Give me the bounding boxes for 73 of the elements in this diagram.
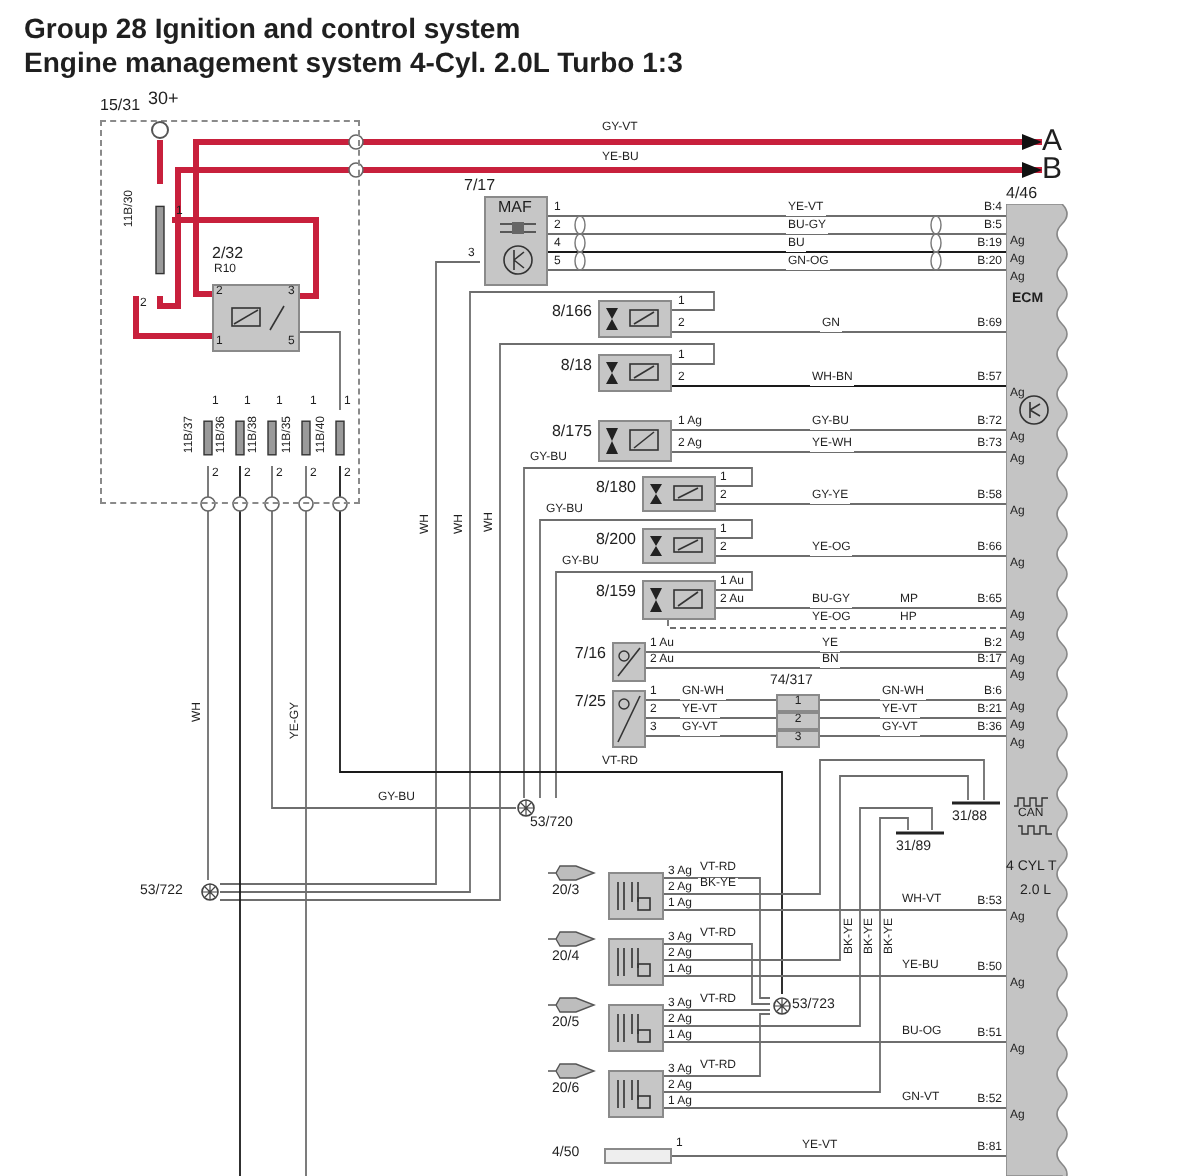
- connection-letter: B: [1042, 156, 1063, 184]
- ignition-coil: [548, 864, 664, 920]
- wire: [819, 735, 1007, 737]
- wire: [133, 296, 212, 339]
- wire-arrow: [193, 134, 1042, 297]
- wire: [645, 699, 777, 701]
- wire: [219, 261, 481, 885]
- wire: [539, 519, 753, 799]
- wire: [555, 571, 753, 799]
- wire: [715, 503, 1007, 505]
- terminal-label: 30+: [148, 88, 179, 108]
- wire: [547, 269, 1007, 271]
- wire: [547, 215, 1007, 217]
- wire: [172, 217, 319, 299]
- component-code: 7/17: [464, 176, 496, 194]
- wire: [299, 331, 341, 411]
- wire: [663, 1107, 1007, 1109]
- wire: [819, 699, 1007, 701]
- wire: [547, 233, 1007, 235]
- wire-arrow: [157, 162, 1042, 309]
- wire: [645, 651, 1007, 653]
- diagram-subtitle: Engine management system 4-Cyl. 2.0L Turbo 1:3: [24, 46, 683, 78]
- component-name: MAF: [498, 198, 532, 216]
- wire: [671, 385, 1007, 387]
- wire: [663, 909, 1007, 911]
- wire: [663, 1009, 771, 1011]
- component-code: 8/18: [558, 356, 592, 374]
- wire: [715, 555, 1007, 557]
- wire: [671, 1155, 1007, 1157]
- wire: [547, 251, 1007, 253]
- wire: [671, 429, 1007, 431]
- component-code: 2/32: [212, 244, 244, 262]
- wire: [239, 465, 241, 1176]
- component-code: 8/159: [593, 582, 636, 600]
- wire: [663, 775, 969, 961]
- wire: [339, 465, 783, 995]
- component: [552, 1144, 672, 1168]
- ignition-coil: [548, 1062, 664, 1118]
- wire: [663, 1013, 771, 1077]
- wire: [663, 1041, 1007, 1043]
- wire: [645, 717, 777, 719]
- relay: [212, 244, 300, 352]
- wire: [667, 619, 1007, 629]
- component-code: 8/200: [593, 530, 636, 548]
- diagram-title: Group 28 Ignition and control system: [24, 12, 521, 44]
- wire: [207, 465, 209, 881]
- component-code: 8/166: [549, 302, 592, 320]
- wire: [645, 735, 777, 737]
- wire: [523, 467, 753, 799]
- wire: [663, 817, 909, 1093]
- wire: [715, 607, 1007, 609]
- component-code: 4/46: [1006, 184, 1038, 202]
- wire: [663, 759, 985, 895]
- component-code: 7/25: [572, 692, 606, 710]
- wire: [645, 667, 1007, 669]
- splice: [140, 880, 220, 904]
- wire: [663, 975, 1007, 977]
- wire: [663, 943, 771, 1005]
- wire: [671, 451, 1007, 453]
- wire: [671, 331, 1007, 333]
- wire: [663, 877, 771, 999]
- wire: [663, 807, 933, 1027]
- wire: [819, 717, 1007, 719]
- component-code: 8/180: [593, 478, 636, 496]
- component-code: 7/16: [572, 644, 606, 662]
- wire: [305, 465, 307, 1176]
- connection-letter: A: [1042, 128, 1063, 156]
- component-code: 8/175: [549, 422, 592, 440]
- component-code: 15/31: [100, 96, 141, 114]
- ignition-coil: [548, 996, 664, 1052]
- wire: [271, 465, 517, 809]
- wire: [157, 140, 163, 184]
- ignition-coil: [548, 930, 664, 986]
